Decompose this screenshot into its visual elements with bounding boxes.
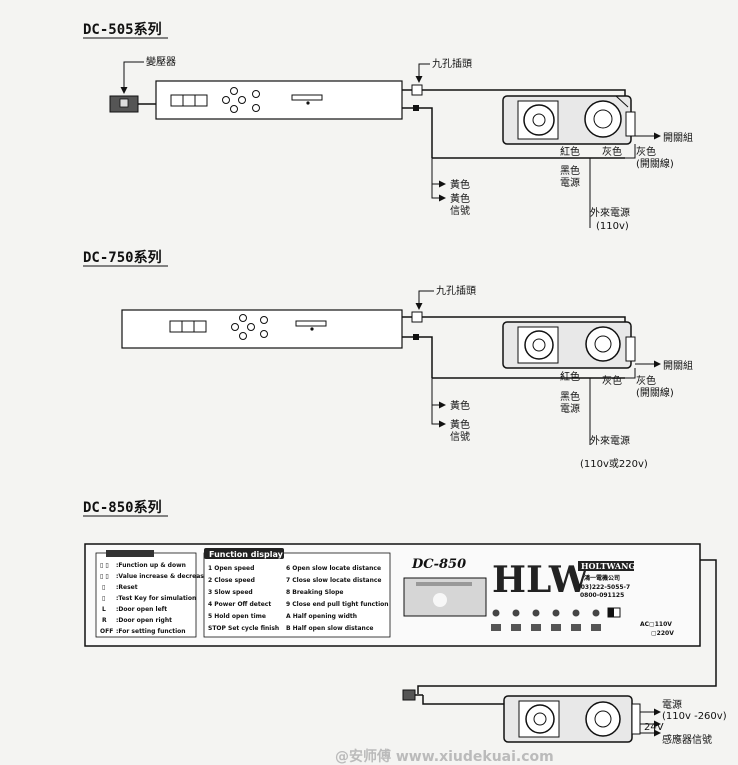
- function-item: A Half opening width: [286, 613, 357, 620]
- motor-750: [502, 321, 636, 369]
- gray-label: 灰色: [602, 145, 622, 158]
- brand-name: HOLTWANG: [581, 561, 635, 571]
- function-item: 2 Close speed: [208, 577, 255, 584]
- section-title: DC-850系列: [83, 499, 162, 516]
- yellow-signal-label: 黃色: [450, 192, 470, 205]
- power-label: 電源: [662, 698, 682, 711]
- motor-505: [502, 95, 636, 145]
- function-item: 1 Open speed: [208, 565, 254, 572]
- nine-pin-label: 九孔插頭: [436, 284, 476, 297]
- section-dc850: DC-850系列 ▯ ▯ :Function up & down ▯ ▯ :Va…: [83, 499, 727, 746]
- gray-label: 灰色: [602, 374, 622, 387]
- yellow-label: 黃色: [450, 399, 470, 412]
- function-item: 5 Hold open time: [208, 613, 266, 620]
- ext-power-label: 外來電源: [590, 206, 630, 219]
- gray-switch-label: 灰色: [636, 145, 656, 158]
- gray-switch-label: 灰色: [636, 374, 656, 387]
- svg-text:OFF: OFF: [100, 628, 113, 635]
- function-item: 6 Open slow locate distance: [286, 565, 381, 572]
- svg-text:R: R: [102, 617, 107, 624]
- nine-pin-label: 九孔插頭: [432, 57, 472, 70]
- key-item: :Test Key for simulation: [116, 595, 196, 602]
- function-list-right: 6 Open slow locate distance 7 Close slow…: [286, 565, 389, 632]
- svg-text:▯ ▯: ▯ ▯: [100, 562, 109, 569]
- yellow-label: 黃色: [450, 178, 470, 191]
- black-power-label-2: 電源: [560, 176, 580, 189]
- ac-110-label: AC▢110V: [640, 621, 672, 628]
- key-item: :Door open right: [116, 617, 172, 624]
- function-item: 8 Breaking Slope: [286, 589, 343, 596]
- switch-label: 開關組: [663, 131, 693, 144]
- svg-text:▯ ▯: ▯ ▯: [100, 573, 109, 580]
- yellow-signal-label: 黃色: [450, 418, 470, 431]
- function-display-legend: [203, 552, 391, 638]
- company-name: 鴻一電機公司: [584, 574, 620, 582]
- ext-power-label: 外來電源: [590, 434, 630, 447]
- red-label: 紅色: [560, 370, 580, 383]
- ac-220-label: ▢220V: [651, 630, 674, 637]
- function-item: STOP Set cycle finish: [208, 625, 279, 632]
- red-label: 紅色: [560, 145, 580, 158]
- power-range-label: (110v -260v): [662, 711, 727, 722]
- yellow-signal-label-2: 信號: [450, 204, 470, 217]
- svg-text:▯: ▯: [102, 584, 105, 591]
- function-item: 9 Close end pull tight function: [286, 601, 389, 608]
- svg-text:L: L: [102, 606, 106, 613]
- key-item: :Door open left: [116, 606, 167, 613]
- sensor-signal-label: 感應器信號: [662, 733, 712, 746]
- ext-power-label-2: (110v或220v): [580, 458, 648, 470]
- key-item: :Reset: [116, 584, 138, 591]
- section-title: DC-750系列: [83, 249, 162, 266]
- company-phone-1: (03)222-5055-7: [578, 584, 630, 591]
- model-name: DC-850: [411, 557, 466, 572]
- gray-switch-label-2: (開關線): [636, 157, 674, 170]
- function-item: B Half open slow distance: [286, 625, 373, 632]
- section-title: DC-505系列: [83, 21, 162, 38]
- key-item: :Value increase & decrease: [116, 573, 208, 580]
- voltage-label: 24V: [644, 722, 664, 733]
- function-item: 7 Close slow locate distance: [286, 577, 382, 584]
- function-display-title: Function display: [209, 550, 284, 559]
- yellow-signal-label-2: 信號: [450, 430, 470, 443]
- svg-text:▯: ▯: [102, 595, 105, 602]
- black-power-label: 黑色: [560, 390, 580, 403]
- key-item: :For setting function: [116, 628, 186, 635]
- key-legend-items: ▯ ▯ :Function up & down ▯ ▯ :Value incre…: [100, 562, 208, 635]
- watermark: @安师傅 www.xiudekuai.com: [335, 748, 554, 765]
- gray-switch-label-2: (開關線): [636, 386, 674, 399]
- ext-power-label-2: (110v): [596, 221, 629, 232]
- function-item: 3 Slow speed: [208, 589, 253, 596]
- section-dc750: DC-750系列 九孔插頭 開關組 紅色 灰色: [83, 249, 693, 470]
- black-power-label-2: 電源: [560, 402, 580, 415]
- black-power-label: 黑色: [560, 164, 580, 177]
- function-list-left: 1 Open speed 2 Close speed 3 Slow speed …: [208, 565, 279, 632]
- section-dc505: DC-505系列 變壓器 九孔插頭: [83, 21, 693, 232]
- key-legend: [95, 552, 197, 638]
- brand-logo: HLW: [492, 559, 590, 601]
- key-item: :Function up & down: [116, 562, 186, 569]
- function-item: 4 Power Off detect: [208, 601, 271, 608]
- motor-850: [503, 695, 641, 743]
- controller-box-750: [121, 309, 403, 349]
- panel-buttons: [491, 607, 621, 631]
- switch-label: 開關組: [663, 359, 693, 372]
- company-phone-2: 0800-091125: [580, 592, 624, 599]
- transformer-label: 變壓器: [146, 55, 176, 68]
